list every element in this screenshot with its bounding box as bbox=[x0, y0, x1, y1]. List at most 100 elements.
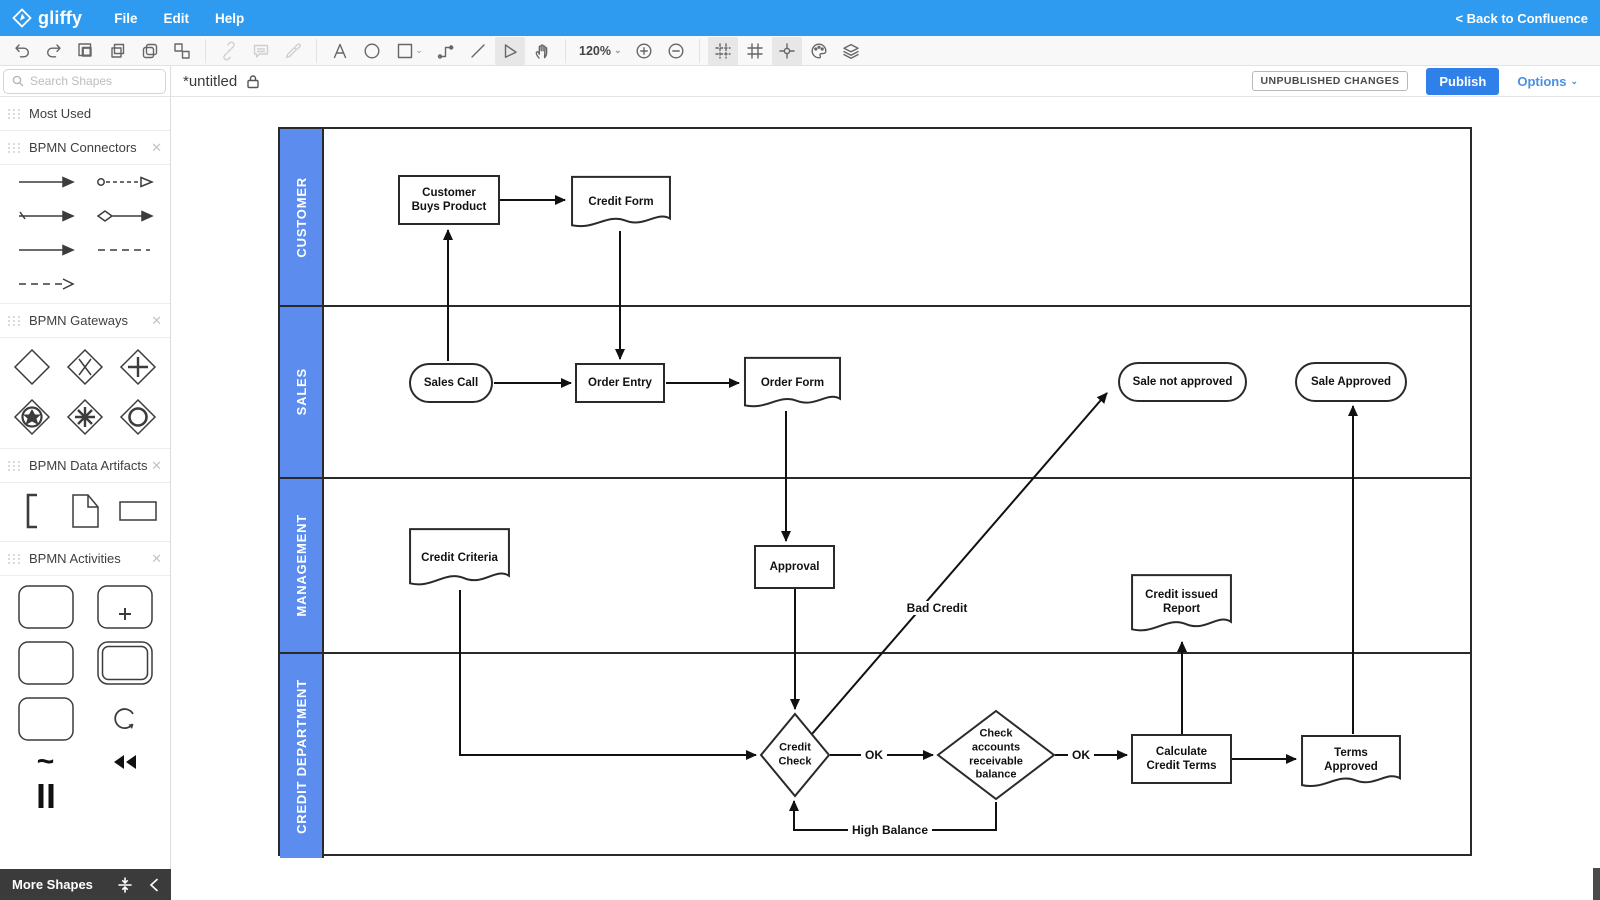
close-icon[interactable]: ✕ bbox=[151, 550, 162, 566]
comment-icon[interactable] bbox=[246, 37, 276, 65]
pointer-tool-icon[interactable] bbox=[495, 36, 525, 65]
diagram-canvas[interactable]: CUSTOMER SALES MANAGEMENT CREDIT DEPARTM… bbox=[171, 97, 1600, 900]
pan-tool-icon[interactable] bbox=[527, 37, 557, 65]
node-check-accounts-receivable-balance[interactable]: Check accounts receivable balance bbox=[937, 710, 1055, 800]
lane-label-credit-department[interactable]: CREDIT DEPARTMENT bbox=[280, 654, 324, 858]
text-tool-icon[interactable] bbox=[325, 37, 355, 65]
shape-gateway-parallel[interactable] bbox=[119, 348, 157, 386]
node-sales-call[interactable]: Sales Call bbox=[409, 363, 493, 403]
lane-label-sales[interactable]: SALES bbox=[280, 307, 324, 477]
more-shapes-bar[interactable]: More Shapes bbox=[0, 869, 171, 900]
node-sale-not-approved[interactable]: Sale not approved bbox=[1118, 362, 1247, 402]
shape-message-flow[interactable] bbox=[96, 173, 154, 191]
connector-tool-icon[interactable] bbox=[431, 37, 461, 65]
shape-loop-marker[interactable] bbox=[110, 696, 140, 742]
snap-to-grid-icon[interactable] bbox=[707, 36, 738, 65]
drag-handle-icon[interactable] bbox=[8, 460, 21, 471]
shape-default-flow[interactable] bbox=[96, 207, 154, 225]
shape-gateway-exclusive[interactable] bbox=[66, 348, 104, 386]
copy-icon[interactable] bbox=[103, 37, 133, 65]
menu-edit[interactable]: Edit bbox=[163, 10, 189, 26]
lock-icon[interactable] bbox=[246, 74, 260, 89]
theme-palette-icon[interactable] bbox=[804, 37, 834, 65]
node-approval[interactable]: Approval bbox=[754, 545, 835, 589]
drag-handle-icon[interactable] bbox=[8, 553, 21, 564]
node-order-form[interactable]: Order Form bbox=[743, 356, 842, 413]
rectangle-tool-icon[interactable]: ⌄ bbox=[389, 37, 429, 65]
shape-compensation-marker[interactable] bbox=[112, 752, 138, 772]
ellipse-tool-icon[interactable] bbox=[357, 37, 387, 65]
shape-task-plain[interactable] bbox=[17, 640, 75, 686]
layers-icon[interactable] bbox=[836, 37, 866, 65]
shape-annotation-rect[interactable] bbox=[118, 493, 158, 529]
back-to-confluence-link[interactable]: < Back to Confluence bbox=[1455, 10, 1588, 26]
shape-data-object[interactable] bbox=[70, 493, 100, 529]
chevron-down-icon: ⌄ bbox=[415, 45, 423, 55]
lane-label-customer[interactable]: CUSTOMER bbox=[280, 129, 324, 305]
node-credit-check[interactable]: Credit Check bbox=[760, 713, 830, 797]
zoom-out-icon[interactable] bbox=[661, 37, 691, 65]
publish-button[interactable]: Publish bbox=[1426, 67, 1500, 95]
section-bpmn-gateways[interactable]: BPMN Gateways ✕ bbox=[0, 304, 170, 338]
shape-task[interactable] bbox=[17, 584, 75, 630]
drag-handle-icon[interactable] bbox=[8, 315, 21, 326]
zoom-in-icon[interactable] bbox=[629, 37, 659, 65]
node-customer-buys-product[interactable]: Customer Buys Product bbox=[398, 175, 500, 225]
collapse-sidebar-icon[interactable] bbox=[149, 878, 159, 892]
drag-handle-icon[interactable] bbox=[8, 142, 21, 153]
node-credit-criteria[interactable]: Credit Criteria bbox=[408, 527, 511, 592]
eyedropper-icon[interactable] bbox=[278, 37, 308, 65]
shape-transaction[interactable] bbox=[96, 640, 154, 686]
shape-group-bracket[interactable] bbox=[24, 493, 40, 529]
arrange-icon[interactable] bbox=[167, 37, 197, 65]
menu-help[interactable]: Help bbox=[214, 10, 245, 26]
options-dropdown[interactable]: Options ⌄ bbox=[1517, 74, 1578, 89]
shape-pause-marker[interactable] bbox=[36, 782, 56, 810]
shape-directed-flow[interactable] bbox=[17, 241, 75, 259]
lane-customer[interactable]: CUSTOMER bbox=[280, 129, 1470, 307]
collapse-panel-icon[interactable] bbox=[117, 876, 133, 893]
section-bpmn-data-artifacts[interactable]: BPMN Data Artifacts ✕ bbox=[0, 449, 170, 483]
section-bpmn-connectors[interactable]: BPMN Connectors ✕ bbox=[0, 131, 170, 165]
redo-icon[interactable] bbox=[39, 37, 69, 65]
snap-to-guides-icon[interactable] bbox=[771, 36, 802, 65]
shape-dashed-open-arrow[interactable] bbox=[17, 275, 75, 293]
undo-icon[interactable] bbox=[7, 37, 37, 65]
close-icon[interactable]: ✕ bbox=[151, 312, 162, 328]
close-icon[interactable]: ✕ bbox=[151, 457, 162, 473]
shape-gateway-inclusive[interactable] bbox=[119, 398, 157, 436]
shape-call-activity[interactable] bbox=[17, 696, 75, 742]
drag-handle-icon[interactable] bbox=[8, 108, 21, 119]
node-credit-issued-report[interactable]: Credit issued Report bbox=[1130, 573, 1233, 638]
menu-file[interactable]: File bbox=[114, 10, 138, 26]
grid-icon[interactable] bbox=[740, 37, 770, 65]
duplicate-icon[interactable] bbox=[135, 37, 165, 65]
shape-search[interactable] bbox=[3, 68, 166, 94]
shape-gateway-complex[interactable] bbox=[66, 398, 104, 436]
document-title[interactable]: *untitled bbox=[183, 72, 238, 90]
node-sale-approved[interactable]: Sale Approved bbox=[1295, 362, 1407, 402]
shape-sequence-flow[interactable] bbox=[17, 173, 75, 191]
search-input[interactable] bbox=[30, 74, 145, 88]
shape-conditional-flow[interactable] bbox=[17, 207, 75, 225]
shape-subprocess[interactable] bbox=[96, 584, 154, 630]
scrollbar-thumb[interactable] bbox=[1593, 868, 1600, 900]
close-icon[interactable]: ✕ bbox=[151, 139, 162, 155]
line-tool-icon[interactable] bbox=[463, 37, 493, 65]
shape-undirected-association[interactable] bbox=[96, 241, 154, 259]
zoom-level-dropdown[interactable]: 120% ⌄ bbox=[579, 44, 622, 58]
node-calculate-credit-terms[interactable]: Calculate Credit Terms bbox=[1131, 734, 1232, 784]
shape-adhoc-marker[interactable]: ~ bbox=[36, 745, 55, 778]
section-bpmn-activities[interactable]: BPMN Activities ✕ bbox=[0, 542, 170, 576]
section-most-used[interactable]: Most Used bbox=[0, 97, 170, 131]
node-order-entry[interactable]: Order Entry bbox=[575, 363, 665, 403]
shape-gateway[interactable] bbox=[13, 348, 51, 386]
lane-credit-department[interactable]: CREDIT DEPARTMENT bbox=[280, 654, 1470, 858]
shape-gateway-complex-star[interactable] bbox=[13, 398, 51, 436]
node-terms-approved[interactable]: Terms Approved bbox=[1300, 734, 1402, 793]
lane-label-management[interactable]: MANAGEMENT bbox=[280, 479, 324, 652]
link-icon[interactable] bbox=[214, 37, 244, 65]
bpmn-pool[interactable]: CUSTOMER SALES MANAGEMENT CREDIT DEPARTM… bbox=[278, 127, 1472, 858]
copy-style-icon[interactable] bbox=[71, 37, 101, 65]
node-credit-form[interactable]: Credit Form bbox=[570, 175, 672, 233]
